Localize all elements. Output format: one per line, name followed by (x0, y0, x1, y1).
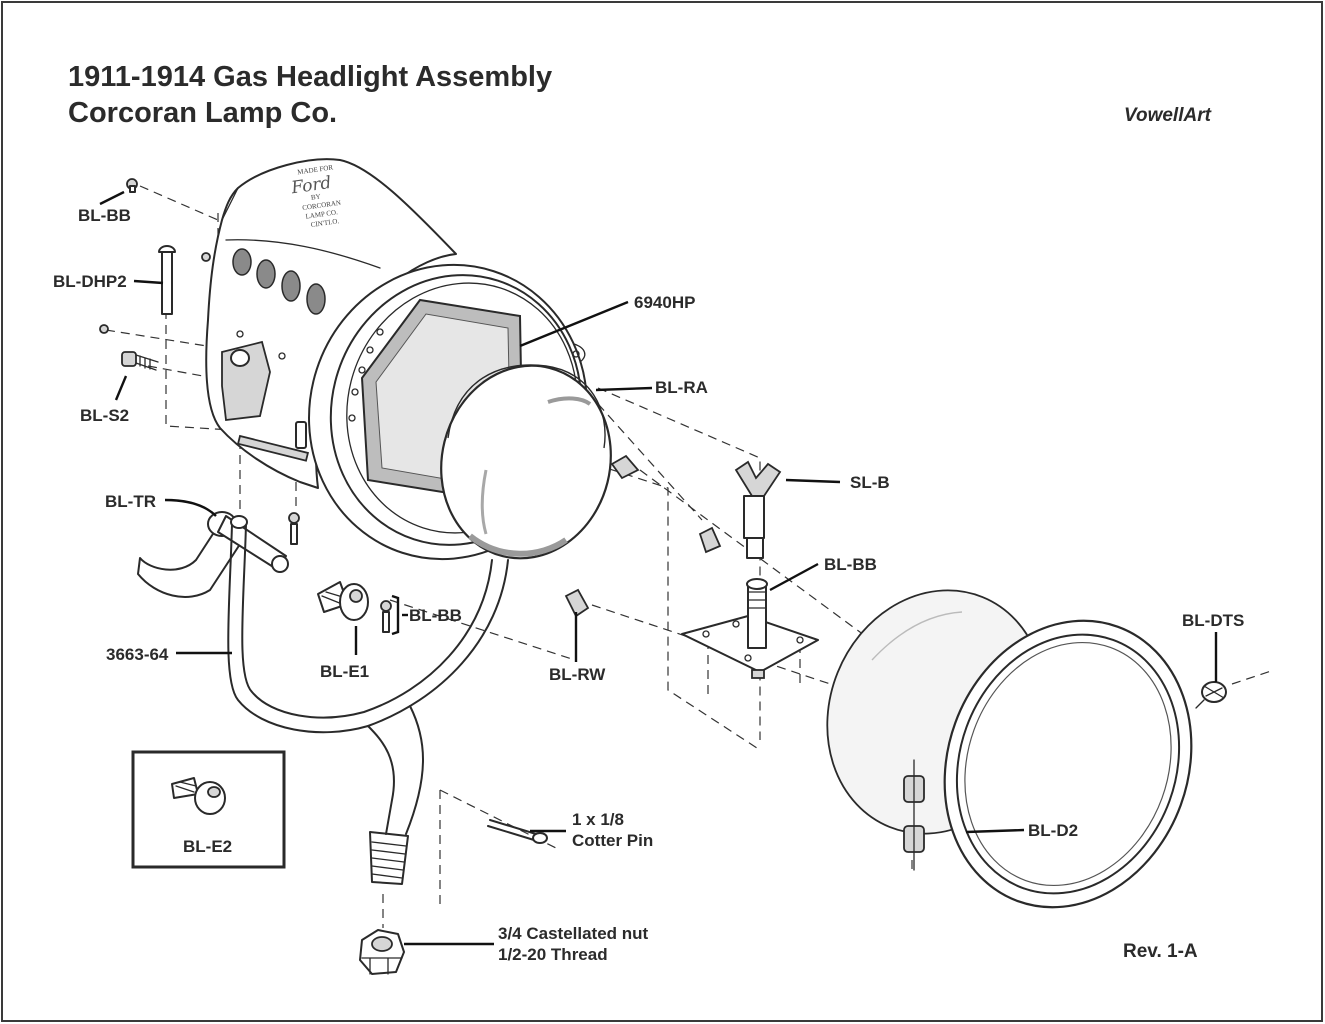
door-thumb-screw (1195, 681, 1227, 709)
cotter-pin (487, 819, 548, 844)
elbow-fitting-e2 (171, 777, 226, 815)
revision-label: Rev. 1-A (1123, 941, 1198, 962)
screw-e1-pair (380, 600, 392, 633)
svg-text:BY: BY (310, 192, 321, 201)
vent-holes (232, 248, 326, 315)
leader-lines (99, 190, 1218, 946)
burner-tip (734, 460, 782, 559)
label-nut-thread: 1/2-20 Thread (498, 945, 608, 964)
screw-mid (288, 512, 300, 545)
castellated-nut (359, 929, 405, 975)
door-ring (943, 619, 1193, 909)
label-bl-bb-top: BL-BB (78, 206, 131, 225)
screw-bl-bb-top (126, 178, 138, 193)
label-bl-bb-lower: BL-BB (409, 606, 462, 625)
label-bl-e2: BL-E2 (183, 837, 232, 856)
label-cotter-pin: Cotter Pin (572, 831, 653, 850)
label-bl-tr: BL-TR (105, 492, 156, 511)
label-bl-bb-mid: BL-BB (824, 555, 877, 574)
label-bl-rw: BL-RW (549, 665, 606, 684)
retainer-clip (564, 588, 590, 618)
label-6940hp: 6940HP (634, 293, 695, 312)
bolt-bl-s2 (121, 351, 159, 371)
inset-box-e2 (131, 750, 286, 869)
svg-text:CIN'TI.O.: CIN'TI.O. (310, 217, 340, 229)
screw-small-2 (201, 252, 211, 262)
fork-bracket (227, 515, 509, 885)
diagram-subtitle: Corcoran Lamp Co. (68, 97, 337, 129)
door-hinge (903, 759, 925, 871)
serial-plate (236, 434, 310, 462)
screw-small-3 (99, 324, 109, 334)
lens-clip (610, 454, 640, 480)
label-castellated-nut: 3/4 Castellated nut (498, 924, 649, 943)
maker-stamp: MADE FOR Ford BY CORCORAN LAMP CO. CIN'T… (289, 163, 341, 229)
label-bl-dhp2: BL-DHP2 (53, 272, 127, 291)
lens (440, 364, 612, 560)
elbow-fitting-e1 (317, 581, 369, 621)
artist-credit: VowellArt (1124, 105, 1212, 126)
label-bl-d2: BL-D2 (1028, 821, 1078, 840)
hinge-pin (158, 245, 176, 315)
diagram-title: 1911-1914 Gas Headlight Assembly (68, 61, 552, 93)
label-bl-s2: BL-S2 (80, 406, 129, 425)
label-bl-ra: BL-RA (655, 378, 708, 397)
label-sl-b: SL-B (850, 473, 890, 492)
label-cotter-pin-size: 1 x 1/8 (572, 810, 624, 829)
label-3663-64: 3663-64 (106, 645, 169, 664)
burner-base (681, 578, 819, 679)
bracket-arm (137, 511, 289, 598)
lens-clip-2 (698, 526, 722, 554)
label-bl-dts: BL-DTS (1182, 611, 1244, 630)
label-bl-e1: BL-E1 (320, 662, 369, 681)
